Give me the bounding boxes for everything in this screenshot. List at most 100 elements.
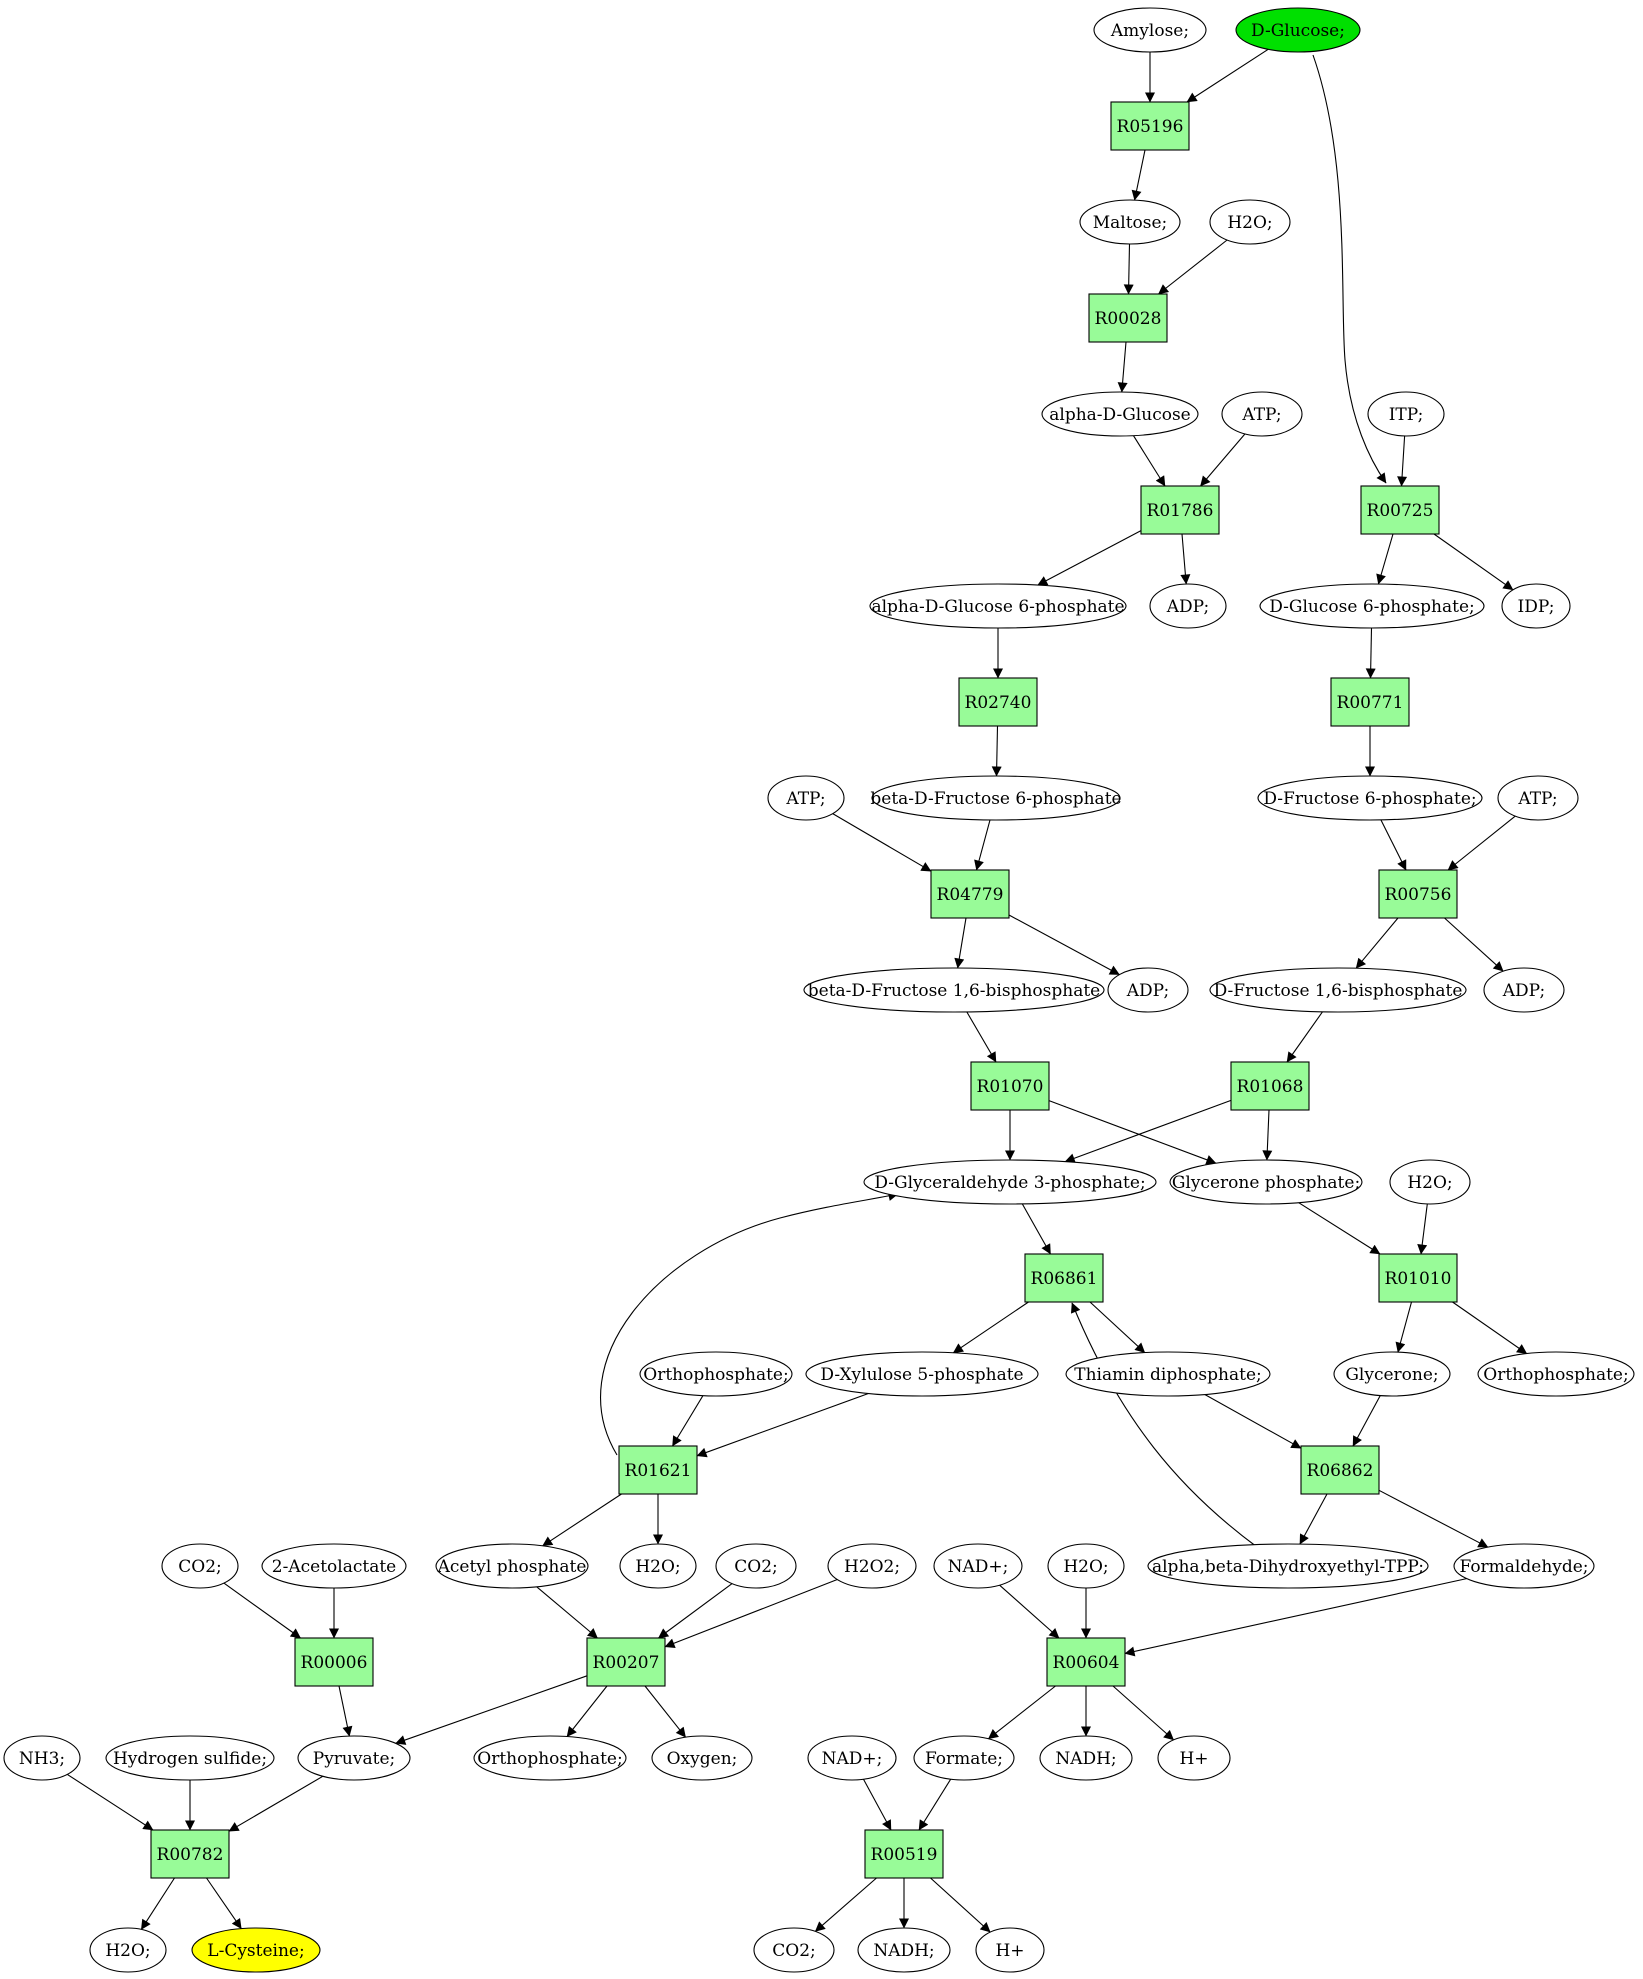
compound-node-amylose[interactable]: Amylose; (1093, 7, 1207, 53)
compound-node-nh3[interactable]: NH3; (3, 1735, 81, 1781)
compound-node-nadp_2[interactable]: NAD+; (807, 1735, 897, 1781)
node-label: R00782 (157, 1845, 224, 1865)
edge-orthop_1-to-r01621 (672, 1395, 704, 1447)
compound-ellipse (767, 775, 845, 821)
reaction-node-r00006[interactable]: R00006 (294, 1637, 374, 1687)
node-label: NADH; (873, 1941, 934, 1961)
compound-node-glycerone[interactable]: Glycerone; (1333, 1351, 1451, 1397)
compound-node-orthop_2[interactable]: Orthophosphate; (1477, 1351, 1635, 1397)
compound-ellipse (1257, 775, 1483, 821)
compound-node-adg6p[interactable]: alpha-D-Glucose 6-phosphate (869, 583, 1127, 629)
compound-node-adp_2[interactable]: ADP; (1107, 967, 1189, 1013)
compound-node-co2_1[interactable]: CO2; (161, 1543, 239, 1589)
edge-r00028-to-adglucose (1117, 341, 1128, 393)
compound-node-itp[interactable]: ITP; (1367, 391, 1445, 437)
reaction-box (1300, 1445, 1380, 1495)
reaction-node-r00725[interactable]: R00725 (1360, 485, 1440, 535)
edge-r01621-to-dga3p (599, 1191, 899, 1456)
start-compound-ellipse (1235, 7, 1361, 53)
compound-node-dga3p[interactable]: D-Glyceraldehyde 3-phosphate; (863, 1159, 1157, 1205)
reaction-node-r01070[interactable]: R01070 (970, 1061, 1050, 1111)
compound-node-lcys[interactable]: L-Cysteine; (191, 1927, 321, 1973)
compound-node-adp_3[interactable]: ADP; (1483, 967, 1565, 1013)
compound-node-nadh_2[interactable]: NADH; (857, 1927, 951, 1973)
compound-node-abdhtpp[interactable]: alpha,beta-Dihydroxyethyl-TPP; (1147, 1543, 1429, 1589)
reaction-node-r01786[interactable]: R01786 (1140, 485, 1220, 535)
node-label: NADH; (1055, 1749, 1116, 1769)
node-label: 2-Acetolactate (272, 1557, 396, 1577)
compound-node-h2o_5[interactable]: H2O; (89, 1927, 167, 1973)
compound-node-acetolactate[interactable]: 2-Acetolactate (261, 1543, 407, 1589)
reaction-node-r00207[interactable]: R00207 (586, 1637, 666, 1687)
node-label: R00771 (1337, 693, 1404, 713)
compound-node-h2o_4[interactable]: H2O; (1047, 1543, 1125, 1589)
compound-node-h2s[interactable]: Hydrogen sulfide; (105, 1735, 275, 1781)
reaction-node-r02740[interactable]: R02740 (958, 677, 1038, 727)
compound-node-bdf16bp[interactable]: beta-D-Fructose 1,6-bisphosphate (803, 967, 1105, 1013)
compound-node-atp_1[interactable]: ATP; (1221, 391, 1303, 437)
compound-ellipse (261, 1543, 407, 1589)
compound-node-h2o_1[interactable]: H2O; (1209, 199, 1291, 245)
reaction-node-r00519[interactable]: R00519 (864, 1829, 944, 1879)
compound-node-hplus_1[interactable]: H+ (1157, 1735, 1231, 1781)
compound-node-h2o_3[interactable]: H2O; (619, 1543, 697, 1589)
reaction-node-r00782[interactable]: R00782 (150, 1829, 230, 1879)
edge-r00756-to-adp_3 (1444, 917, 1504, 972)
reaction-node-r01621[interactable]: R01621 (618, 1445, 698, 1495)
compound-ellipse (1453, 1543, 1595, 1589)
compound-ellipse (1483, 967, 1565, 1013)
compound-ellipse (3, 1735, 81, 1781)
reaction-node-r00771[interactable]: R00771 (1330, 677, 1410, 727)
compound-node-oxygen[interactable]: Oxygen; (651, 1735, 753, 1781)
compound-node-formaldehyde[interactable]: Formaldehyde; (1453, 1543, 1595, 1589)
node-label: R04779 (937, 885, 1004, 905)
reaction-node-r00028[interactable]: R00028 (1088, 293, 1168, 343)
compound-node-dglucose[interactable]: D-Glucose; (1235, 7, 1361, 53)
reaction-node-r04779[interactable]: R04779 (930, 869, 1010, 919)
compound-node-bdf6p[interactable]: beta-D-Fructose 6-phosphate (870, 775, 1122, 821)
compound-node-adp_1[interactable]: ADP; (1149, 583, 1227, 629)
compound-node-maltose[interactable]: Maltose; (1079, 199, 1181, 245)
compound-node-co2_2[interactable]: CO2; (715, 1543, 797, 1589)
compound-ellipse (1209, 967, 1467, 1013)
edge-r00756-to-df16bp (1355, 917, 1399, 969)
reaction-node-r00756[interactable]: R00756 (1378, 869, 1458, 919)
compound-node-atp_3[interactable]: ATP; (1497, 775, 1579, 821)
reaction-node-r01010[interactable]: R01010 (1378, 1253, 1458, 1303)
compound-node-co2_3[interactable]: CO2; (753, 1927, 835, 1973)
compound-node-nadh_1[interactable]: NADH; (1039, 1735, 1133, 1781)
compound-node-hplus_2[interactable]: H+ (975, 1927, 1045, 1973)
compound-node-adglucose[interactable]: alpha-D-Glucose (1041, 391, 1199, 437)
compound-node-thiamin[interactable]: Thiamin diphosphate; (1065, 1351, 1271, 1397)
edge-bdf6p-to-r04779 (974, 819, 991, 871)
compound-ellipse (1259, 583, 1485, 629)
compound-node-orthop_1[interactable]: Orthophosphate; (639, 1351, 793, 1397)
reaction-node-r06862[interactable]: R06862 (1300, 1445, 1380, 1495)
compound-node-pyruvate[interactable]: Pyruvate; (297, 1735, 411, 1781)
reaction-node-r00604[interactable]: R00604 (1046, 1637, 1126, 1687)
compound-node-idp[interactable]: IDP; (1501, 583, 1571, 629)
reaction-box (150, 1829, 230, 1879)
compound-node-acetylp[interactable]: Acetyl phosphate (435, 1543, 589, 1589)
compound-node-dx5p[interactable]: D-Xylulose 5-phosphate (805, 1351, 1039, 1397)
compound-node-h2o2[interactable]: H2O2; (827, 1543, 917, 1589)
edge-r00207-to-orthop_3 (566, 1685, 608, 1737)
compound-node-nadp_1[interactable]: NAD+; (933, 1543, 1023, 1589)
compound-node-glyp[interactable]: Glycerone phosphate; (1169, 1159, 1363, 1205)
node-label: NAD+; (948, 1557, 1009, 1577)
compound-node-formate[interactable]: Formate; (913, 1735, 1015, 1781)
compound-ellipse (1041, 391, 1199, 437)
reaction-node-r01068[interactable]: R01068 (1230, 1061, 1310, 1111)
compound-node-orthop_3[interactable]: Orthophosphate; (473, 1735, 627, 1781)
compound-node-df16bp[interactable]: D-Fructose 1,6-bisphosphate (1209, 967, 1467, 1013)
compound-node-h2o_2[interactable]: H2O; (1389, 1159, 1471, 1205)
compound-ellipse (1157, 1735, 1231, 1781)
compound-node-df6p[interactable]: D-Fructose 6-phosphate; (1257, 775, 1483, 821)
compound-node-atp_2[interactable]: ATP; (767, 775, 845, 821)
node-label: ADP; (1126, 981, 1169, 1001)
reaction-node-r06861[interactable]: R06861 (1024, 1253, 1104, 1303)
reaction-node-r05196[interactable]: R05196 (1110, 101, 1190, 151)
edge-r06861-to-thiamin (1089, 1301, 1146, 1354)
compound-node-dg6p[interactable]: D-Glucose 6-phosphate; (1259, 583, 1485, 629)
node-label: Amylose; (1110, 21, 1189, 41)
